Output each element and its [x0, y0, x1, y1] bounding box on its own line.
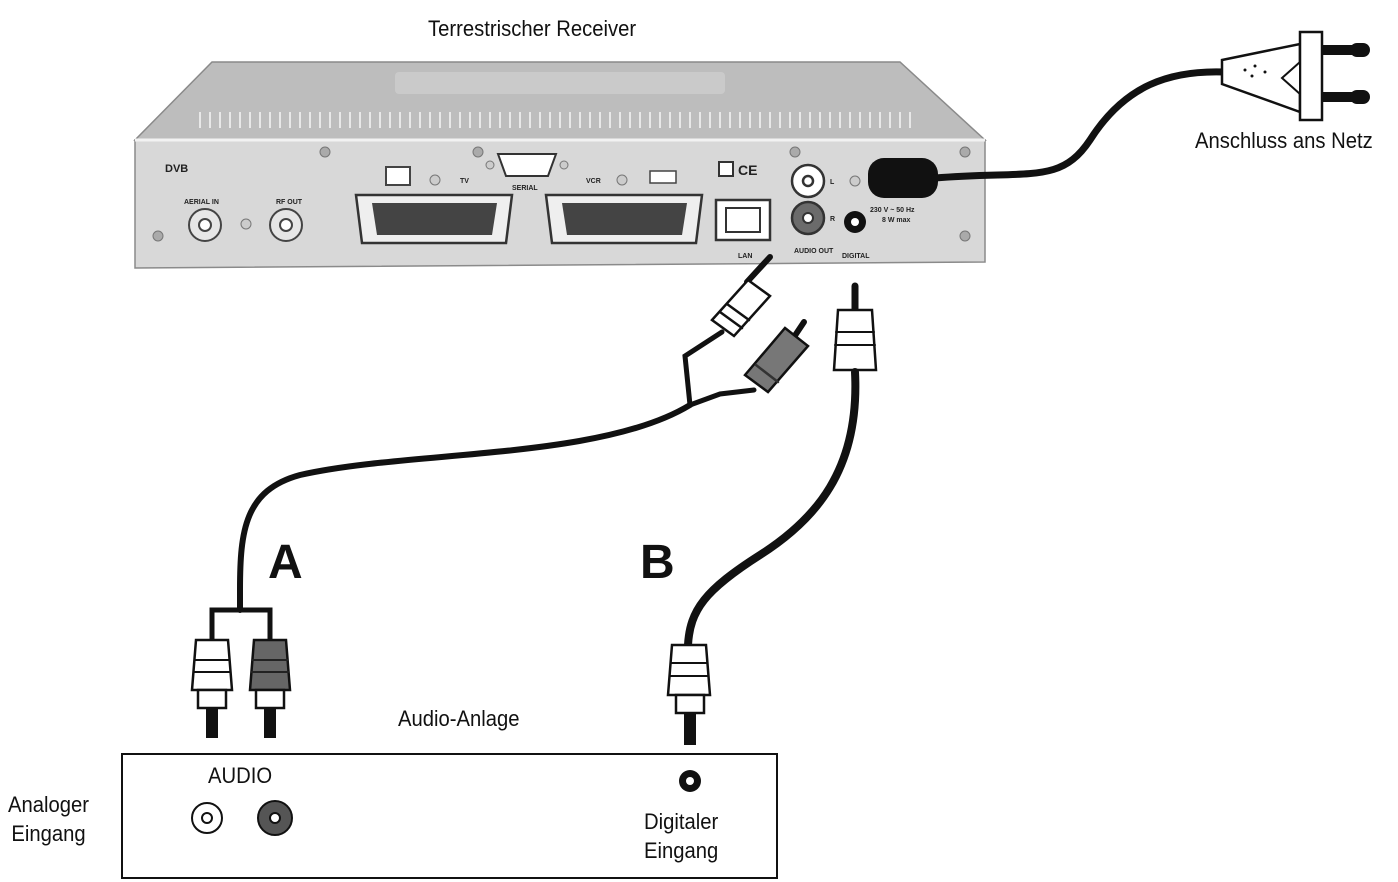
cable-a — [209, 254, 810, 643]
cable-b-plug-bottom — [666, 643, 712, 745]
audio-right-label: R — [830, 216, 835, 223]
receiver-device: DVB AERIAL IN RF OUT TV SERIAL VCR CE LA… — [133, 61, 987, 269]
cable-a-label: A — [268, 536, 303, 589]
audio-system-box — [121, 753, 778, 879]
serial-label: SERIAL — [512, 185, 538, 192]
cable-b — [684, 282, 878, 649]
power-cable — [931, 68, 1229, 182]
cable-a-plug-white — [190, 638, 234, 738]
mains-power-label: 8 W max — [882, 217, 911, 224]
rf-out-label: RF OUT — [276, 199, 303, 206]
digital-input-label-line2: Eingang — [644, 838, 719, 863]
power-plug-icon — [1220, 30, 1370, 122]
lan-label: LAN — [738, 253, 752, 260]
mains-rating-label: 230 V ~ 50 Hz — [870, 207, 915, 214]
cable-b-label: B — [640, 536, 675, 589]
analog-input-red-jack-icon — [257, 800, 293, 836]
dvb-logo: DVB — [165, 163, 188, 175]
analog-input-white-jack-icon — [191, 802, 223, 834]
power-connection-label: Anschluss ans Netz — [1195, 128, 1373, 153]
digital-input-label-line1: Digitaler — [644, 809, 719, 834]
digital-input-jack-icon — [679, 770, 701, 792]
ce-mark: CE — [738, 162, 757, 178]
tv-label: TV — [460, 178, 469, 185]
digital-input-label: Digitaler Eingang — [644, 807, 718, 865]
analog-input-label: Analoger Eingang — [8, 790, 89, 848]
audio-system-label: Audio-Anlage — [398, 706, 520, 731]
receiver-title: Terrestrischer Receiver — [428, 16, 637, 41]
audio-out-label: AUDIO OUT — [794, 248, 834, 255]
digital-label: DIGITAL — [842, 253, 870, 260]
cable-a-plug-red — [248, 638, 292, 738]
analog-input-label-line1: Analoger — [8, 792, 90, 817]
aerial-in-label: AERIAL IN — [184, 199, 219, 206]
analog-input-label-line2: Eingang — [11, 821, 86, 846]
audio-input-label: AUDIO — [208, 763, 273, 788]
audio-left-label: L — [830, 179, 835, 186]
vcr-label: VCR — [586, 178, 601, 185]
